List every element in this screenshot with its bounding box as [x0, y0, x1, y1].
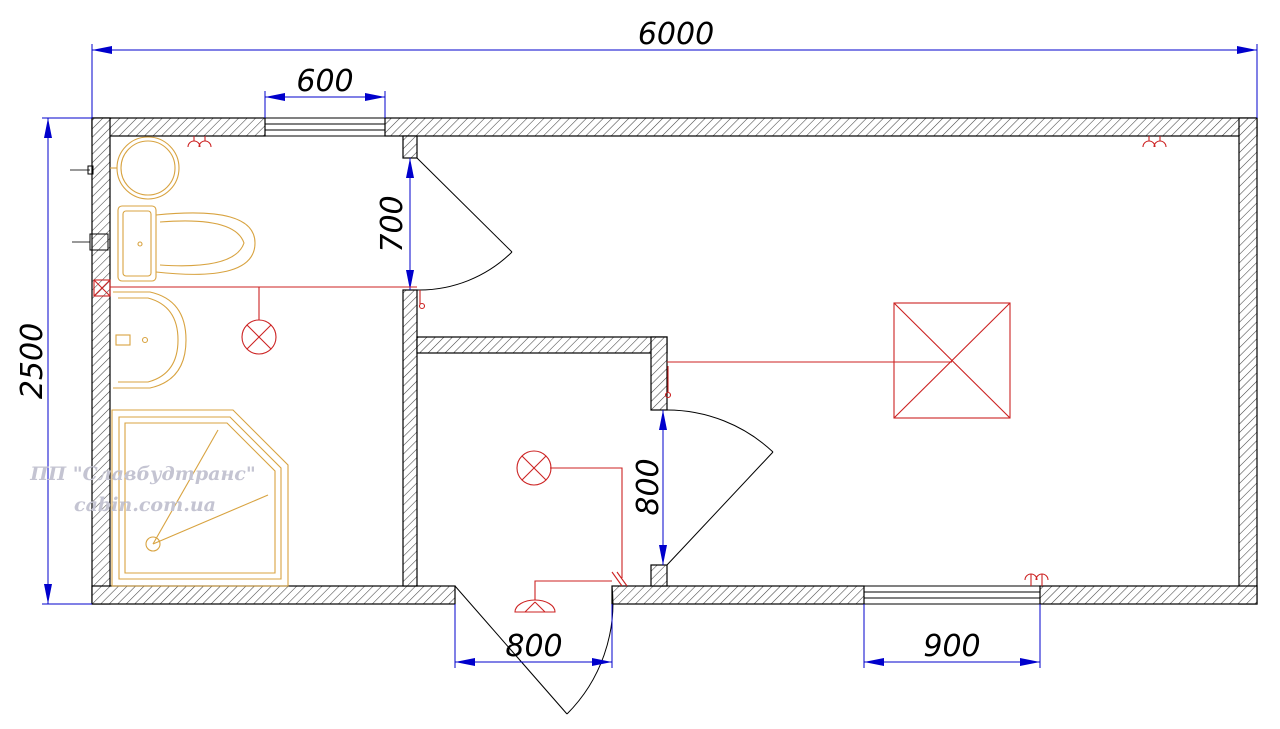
- bottom-wall-mid: [611, 585, 865, 605]
- toilet: [72, 205, 256, 282]
- wiring: [110, 286, 952, 600]
- vestibule-right-upper: [650, 336, 668, 411]
- water-heater: [70, 136, 180, 200]
- ceiling-lamp-icon: [241, 319, 277, 355]
- watermark-website: cabin.com.ua: [74, 494, 216, 516]
- bottom-wall-left: [91, 585, 456, 605]
- wash-basin: [113, 291, 187, 389]
- top-wall-left: [91, 117, 266, 137]
- socket-icon: [1142, 136, 1167, 148]
- top-wall-right: [384, 117, 1258, 137]
- dim-overall-height: 2500: [15, 323, 50, 399]
- window-bottom: [863, 585, 1041, 605]
- left-wall: [91, 117, 111, 605]
- partition-upper: [402, 135, 418, 159]
- right-wall: [1238, 117, 1258, 605]
- wall-light-icon: [514, 599, 556, 613]
- electric-panel-icon: [93, 279, 111, 297]
- switch-icon: [611, 571, 628, 587]
- dim-bottom-window: 900: [923, 629, 980, 664]
- dim-toilet-door: 700: [375, 195, 410, 252]
- ceiling-lamp-icon: [516, 450, 552, 486]
- dim-overall-width: 6000: [638, 17, 714, 52]
- window-top: [264, 117, 386, 137]
- dimension-lines: [42, 44, 1258, 668]
- vestibule-top-wall: [416, 336, 668, 354]
- socket-icon: [187, 136, 212, 148]
- shower-cabin: [111, 409, 289, 587]
- walls: [91, 117, 1258, 605]
- dim-inner-door: 800: [631, 458, 666, 515]
- light-fixture-icon: [893, 302, 1011, 419]
- dim-top-window: 600: [296, 64, 353, 99]
- bottom-wall-right: [1039, 585, 1258, 605]
- inner-door: [666, 409, 774, 566]
- toilet-door: [416, 157, 513, 291]
- socket-icon: [1024, 573, 1049, 586]
- switch-icon: [418, 290, 426, 310]
- watermark-company: ПП "Славбудтранс": [29, 463, 256, 485]
- entry-door: [454, 585, 614, 715]
- vestibule-right-lower: [650, 564, 668, 587]
- partition-lower: [402, 289, 418, 587]
- switch-icon: [664, 366, 672, 399]
- dim-entry-door: 800: [505, 629, 562, 664]
